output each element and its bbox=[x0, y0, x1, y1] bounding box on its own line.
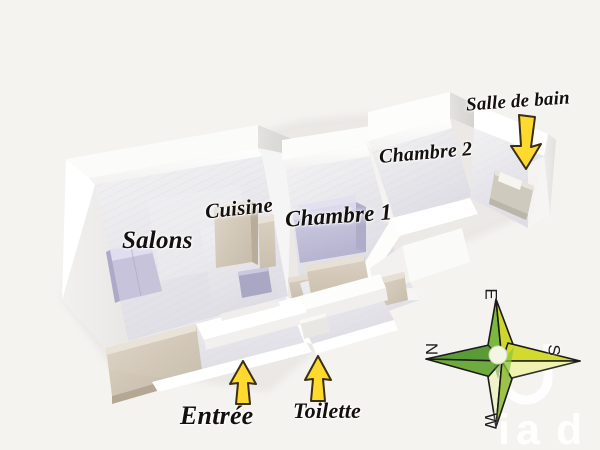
room-lower-strip-geometry bbox=[106, 274, 398, 404]
compass-label-east: E bbox=[481, 288, 501, 300]
room-chambre1-geometry bbox=[282, 126, 396, 299]
room-label-entree: Entrée bbox=[180, 401, 254, 430]
arrow-down-icon-salle-de-bain bbox=[510, 114, 542, 170]
compass-label-west: W bbox=[481, 412, 501, 430]
room-cuisine-geometry bbox=[200, 201, 280, 312]
room-label-salons: Salons bbox=[122, 227, 193, 254]
room-label-toilette: Toilette bbox=[293, 398, 361, 423]
bathroom-fixture bbox=[489, 170, 534, 220]
compass-label-north: N bbox=[422, 342, 442, 356]
compass-label-south: S bbox=[544, 344, 564, 356]
arrow-up-icon-toilette bbox=[304, 355, 332, 402]
bed-chambre1 bbox=[293, 195, 366, 263]
arrow-up-icon-entree bbox=[229, 360, 257, 405]
sofa bbox=[106, 243, 162, 303]
kitchen-units bbox=[214, 201, 276, 269]
room-chambre2-geometry bbox=[366, 92, 474, 224]
compass-rose bbox=[425, 298, 581, 428]
